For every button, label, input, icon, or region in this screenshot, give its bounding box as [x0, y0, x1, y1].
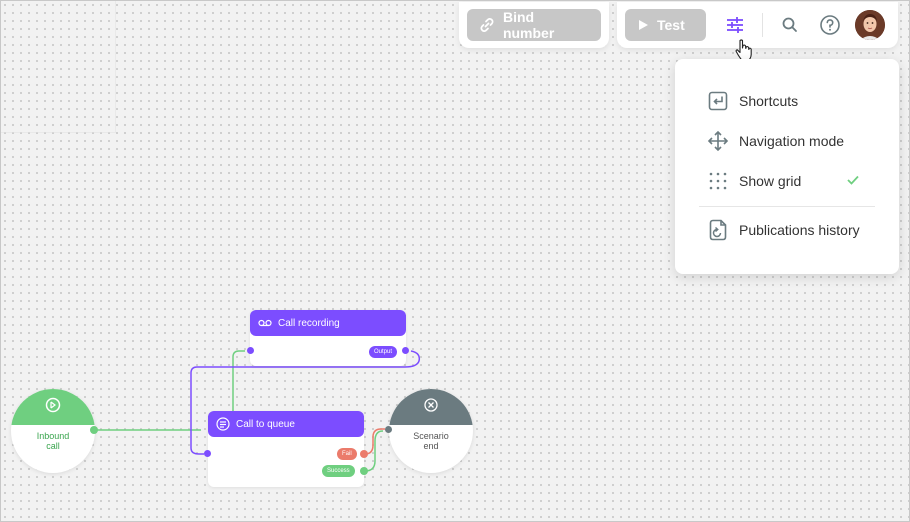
- search-button[interactable]: [777, 12, 803, 38]
- inbound-call-label-1: Inbound: [36, 431, 70, 441]
- menu-item-label: Publications history: [739, 222, 860, 238]
- check-icon: [847, 172, 859, 190]
- canvas-grid-area: [1, 1, 116, 133]
- call-recording-input-port[interactable]: [247, 347, 254, 354]
- scenario-end-node[interactable]: Scenario end: [389, 389, 473, 473]
- inbound-call-output-port[interactable]: [90, 426, 98, 434]
- history-icon: [707, 219, 729, 241]
- help-button[interactable]: [817, 12, 843, 38]
- close-circle-icon: [424, 398, 438, 412]
- menu-item-shortcuts[interactable]: Shortcuts: [675, 83, 899, 119]
- avatar[interactable]: [855, 10, 885, 40]
- test-label: Test: [657, 17, 685, 33]
- scenario-end-label-2: end: [423, 441, 439, 451]
- menu-item-label: Show grid: [739, 173, 802, 189]
- queue-icon: [216, 417, 230, 431]
- call-to-queue-input-port[interactable]: [204, 450, 211, 457]
- scenario-end-input-port[interactable]: [385, 426, 392, 433]
- call-recording-node[interactable]: Call recording Output: [250, 310, 406, 366]
- phone-incoming-icon: [45, 397, 61, 413]
- hand-cursor-icon: [735, 39, 752, 62]
- call-to-queue-title: Call to queue: [236, 418, 295, 430]
- success-label: Success: [322, 465, 355, 477]
- call-recording-header: Call recording: [250, 310, 406, 336]
- settings-button[interactable]: [722, 12, 748, 38]
- output-label: Output: [369, 346, 398, 358]
- play-icon: [639, 20, 648, 30]
- link-icon: [480, 18, 494, 32]
- bind-number-button[interactable]: Bind number: [467, 9, 601, 41]
- fail-label: Fail: [337, 448, 357, 460]
- inbound-call-label-2: call: [46, 441, 60, 451]
- menu-item-label: Navigation mode: [739, 133, 845, 149]
- menu-item-publications-history[interactable]: Publications history: [675, 212, 899, 248]
- menu-item-navigation-mode[interactable]: Navigation mode: [675, 123, 899, 159]
- toolbar-actions-group: Test: [617, 2, 898, 48]
- help-icon: [820, 15, 840, 35]
- call-recording-output-port[interactable]: [402, 347, 409, 354]
- success-output-port[interactable]: [360, 467, 368, 475]
- search-icon: [782, 17, 797, 32]
- voicemail-icon: [258, 319, 272, 327]
- settings-sliders-icon: [727, 17, 743, 33]
- move-arrows-icon: [707, 130, 729, 152]
- settings-menu: Shortcuts Navigation mode Show grid: [675, 59, 899, 274]
- toolbar-divider: [762, 13, 763, 37]
- menu-divider: [699, 206, 875, 207]
- scenario-end-label-1: Scenario: [413, 431, 449, 441]
- test-button[interactable]: Test: [625, 9, 706, 41]
- call-recording-title: Call recording: [278, 317, 340, 329]
- fail-output-port[interactable]: [360, 450, 368, 458]
- inbound-call-node[interactable]: Inbound call: [11, 389, 95, 473]
- call-to-queue-node[interactable]: Call to queue Fail Success: [208, 411, 364, 487]
- avatar-image: [855, 10, 885, 40]
- menu-item-show-grid[interactable]: Show grid: [675, 163, 899, 199]
- shortcuts-icon: [707, 90, 729, 112]
- call-to-queue-header: Call to queue: [208, 411, 364, 437]
- scenario-end-header: [389, 389, 473, 425]
- grid-dots-icon: [707, 170, 729, 192]
- bind-number-label: Bind number: [502, 9, 555, 41]
- menu-item-label: Shortcuts: [739, 93, 799, 109]
- toolbar-bind-group: Bind number: [459, 2, 609, 48]
